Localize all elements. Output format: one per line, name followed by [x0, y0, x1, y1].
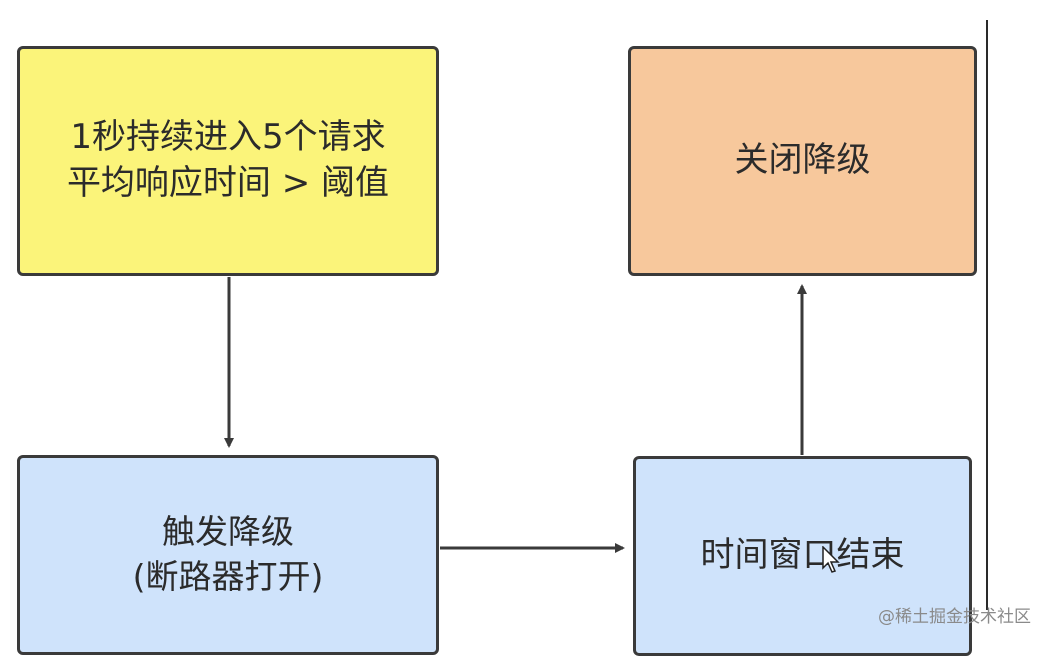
node-text-line: 关闭降级	[734, 140, 871, 181]
node-text-line: 触发降级	[162, 512, 294, 552]
watermark: @稀土掘金技术社区	[878, 607, 1031, 627]
frame-divider	[986, 20, 988, 610]
time-window-end-node: 时间窗口结束	[633, 456, 972, 656]
node-text-line: 1秒持续进入5个请求	[70, 117, 386, 158]
node-text-line: (断路器打开)	[132, 557, 324, 596]
close-degrade-node: 关闭降级	[628, 46, 977, 276]
node-text-line: 时间窗口结束	[700, 535, 905, 576]
trigger-degrade-node: 触发降级 (断路器打开)	[17, 455, 439, 655]
mouse-pointer-icon	[822, 546, 840, 573]
node-text-line: 平均响应时间 > 阈值	[66, 163, 390, 203]
trigger-condition-node: 1秒持续进入5个请求 平均响应时间 > 阈值	[17, 46, 439, 276]
